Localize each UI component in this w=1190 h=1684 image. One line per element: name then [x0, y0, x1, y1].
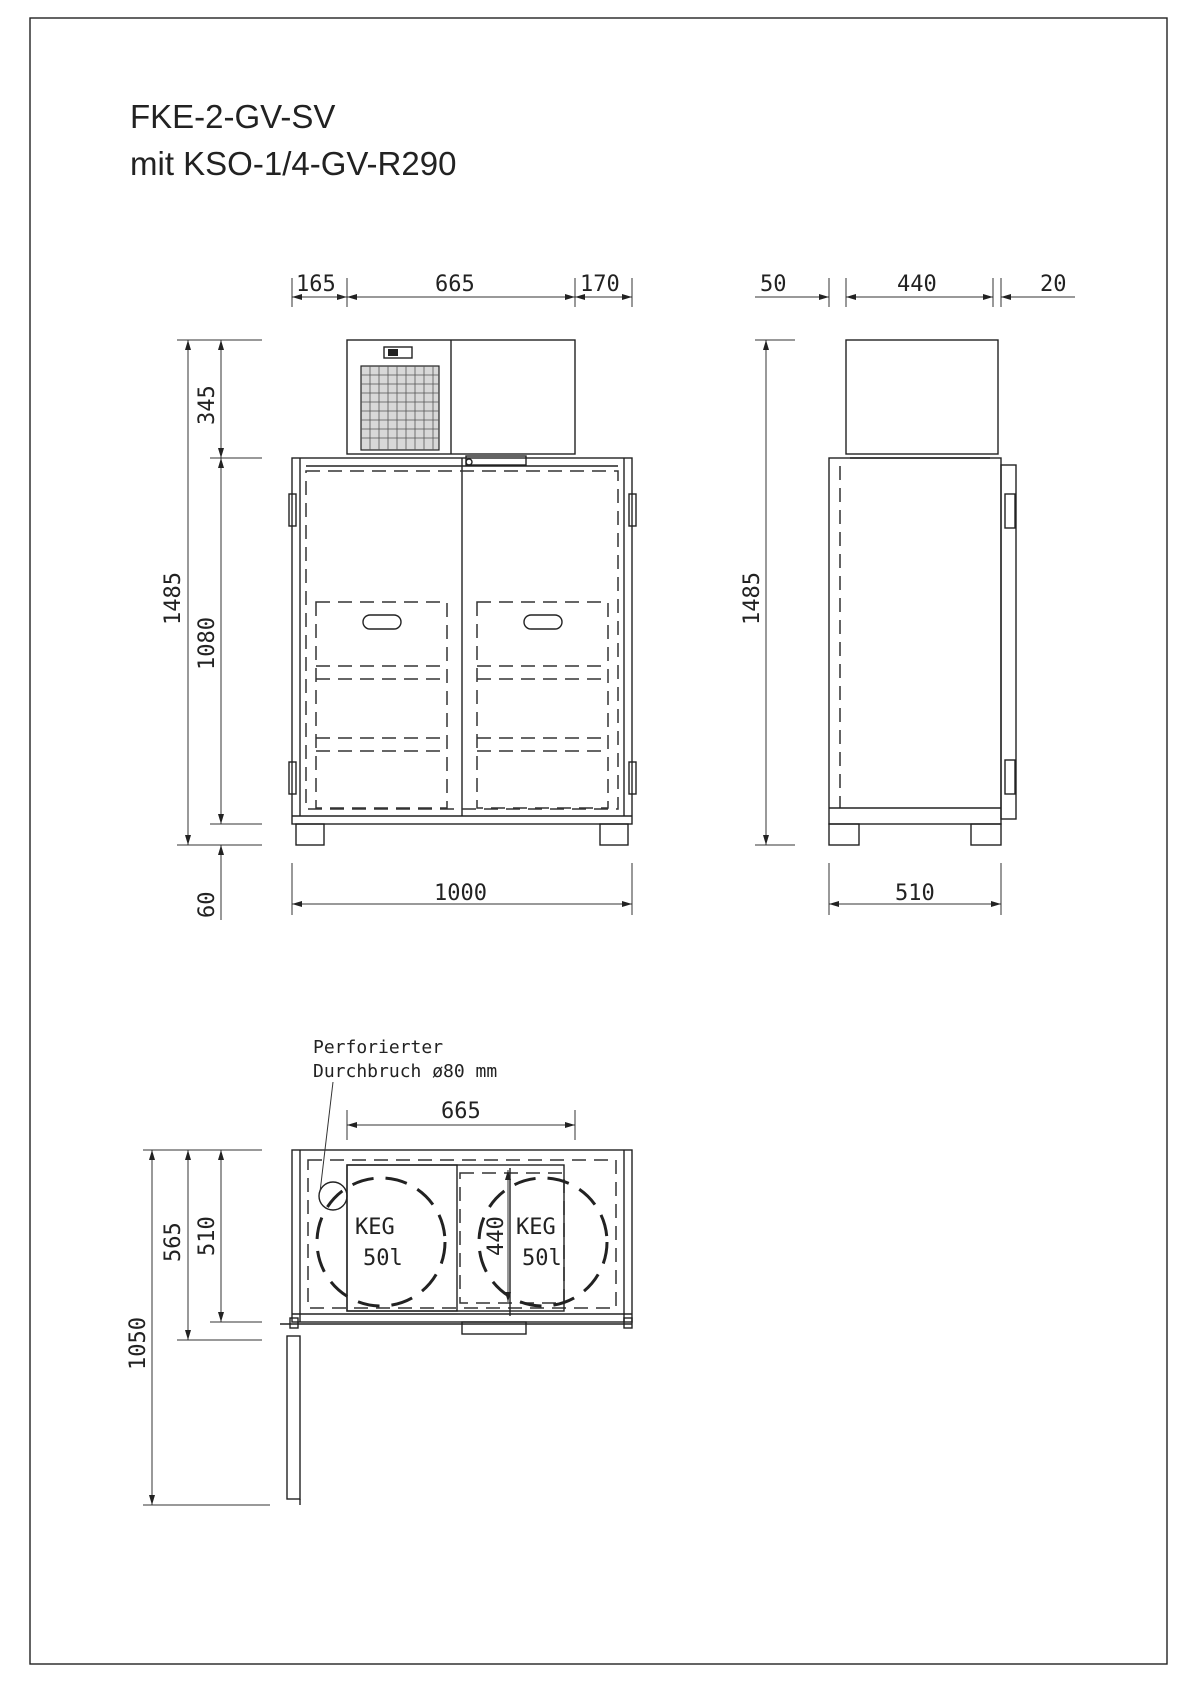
- keg-left-volume: 50l: [363, 1246, 403, 1271]
- title-line-2: mit KSO-1/4-GV-R290: [130, 145, 456, 182]
- dim-plan-left-510: 510: [195, 1216, 220, 1256]
- side-cooling-unit: [845, 339, 999, 455]
- note-line-2: Durchbruch ø80 mm: [313, 1061, 497, 1082]
- side-cabinet-body: [828, 457, 1002, 825]
- foot: [599, 823, 629, 846]
- dim-plan-inner: 440: [484, 1216, 509, 1256]
- drawing-title: FKE-2-GV-SV mit KSO-1/4-GV-R290: [130, 98, 456, 182]
- dim-front-left-345: 345: [195, 385, 220, 425]
- crate-right: [476, 601, 609, 809]
- dim-side-height: 1485: [740, 572, 765, 625]
- dim-front-top-right: 170: [580, 272, 620, 297]
- plan-open-door: [286, 1335, 301, 1500]
- dim-plan-left-1050: 1050: [126, 1317, 151, 1370]
- keg-left-label: KEG: [355, 1215, 395, 1240]
- side-hinge: [1004, 759, 1016, 795]
- dim-plan-left-565: 565: [161, 1222, 186, 1262]
- dim-front-width: 1000: [434, 881, 487, 906]
- dim-side-top-right: 20: [1040, 272, 1067, 297]
- dim-side-top-middle: 440: [897, 272, 937, 297]
- title-line-1: FKE-2-GV-SV: [130, 98, 335, 135]
- side-hinge: [1004, 493, 1016, 529]
- side-foot: [828, 823, 860, 846]
- note-line-1: Perforierter: [313, 1037, 443, 1058]
- dim-front-left-1080: 1080: [195, 617, 220, 670]
- foot: [295, 823, 325, 846]
- dim-front-top-left: 165: [296, 272, 336, 297]
- dim-front-left-1485: 1485: [161, 572, 186, 625]
- dim-side-depth: 510: [895, 881, 935, 906]
- plan-view: KEG 50l KEG 50l 440 Perforierter Durchbr…: [126, 1037, 633, 1506]
- hinge: [628, 493, 637, 527]
- perforation-hole: [318, 1181, 348, 1211]
- keg-left: [315, 1176, 447, 1308]
- side-door: [1000, 464, 1017, 820]
- keg-right-volume: 50l: [522, 1246, 562, 1271]
- hinge: [628, 761, 637, 795]
- hinge: [288, 493, 297, 527]
- plan-door-handle: [461, 1321, 527, 1335]
- plan-crate-right: [459, 1172, 565, 1304]
- keg-right-label: KEG: [516, 1215, 556, 1240]
- crate-left: [315, 601, 448, 809]
- hinge: [288, 761, 297, 795]
- dim-front-top-middle: 665: [435, 272, 475, 297]
- controller-display: [383, 346, 413, 359]
- keg-right: [477, 1176, 609, 1308]
- cooling-unit-grille: [360, 365, 440, 451]
- side-view: 50 440 20 1485 510: [740, 272, 1075, 915]
- dim-side-top-left: 50: [760, 272, 787, 297]
- front-view: 165 665 170 345 1485 1080 60 1000: [161, 272, 637, 920]
- dim-front-left-60: 60: [195, 892, 220, 919]
- cooling-unit: [346, 339, 576, 455]
- sheet-border: [29, 17, 1168, 1665]
- plan-cabinet: [291, 1149, 633, 1323]
- side-foot: [970, 823, 1002, 846]
- dim-plan-top: 665: [441, 1099, 481, 1124]
